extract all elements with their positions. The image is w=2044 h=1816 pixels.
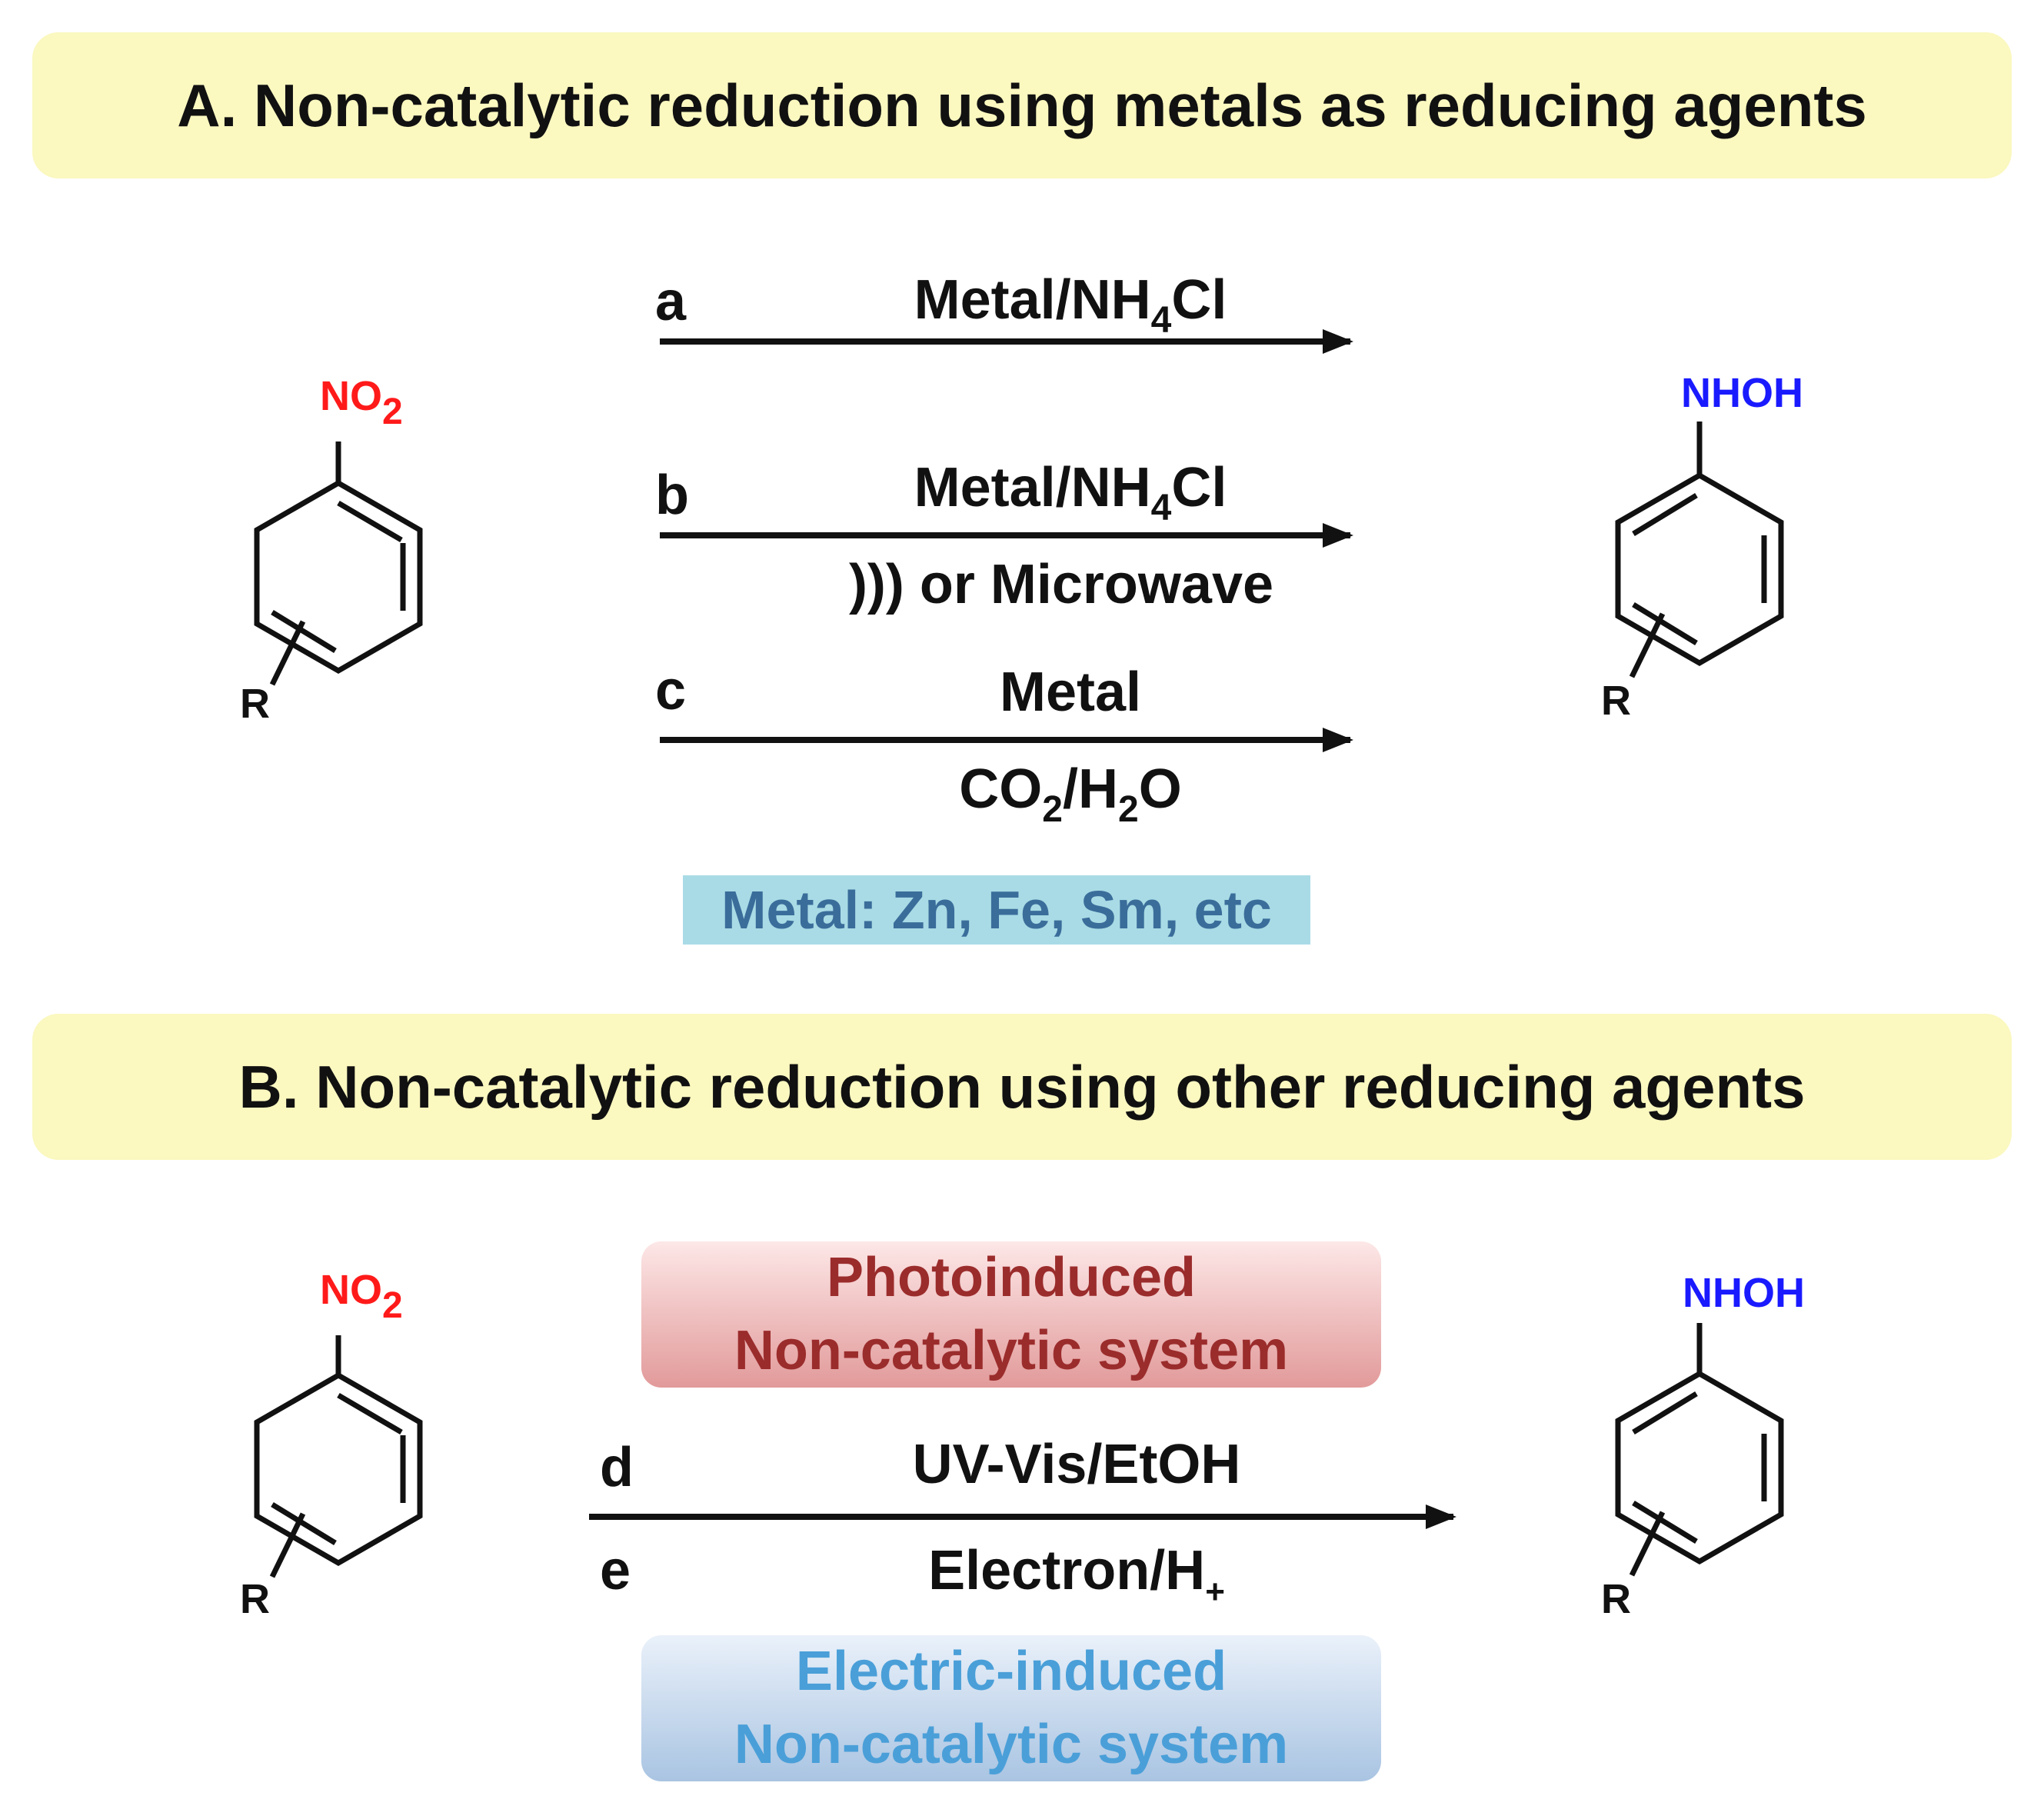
photoinduced-system-box: Photoinduced Non-catalytic system [641,1241,1381,1388]
nhoh-group-label-b: NHOH [1683,1270,1805,1316]
r-group-label-reactant-a: R [240,681,270,727]
route-label-b: b [655,465,689,526]
route-label-d: d [600,1437,634,1498]
benzene-ring-product-b [1615,1323,1784,1577]
electric-box-line1: Electric-induced [795,1640,1227,1702]
condition-b-below: ))) or Microwave [848,554,1274,615]
electric-box-line2: Non-catalytic system [734,1714,1289,1775]
o-text: O [1138,758,1182,820]
condition-b-above: Metal/NH4Cl [832,457,1309,527]
reagent-tail: Cl [1171,457,1227,518]
route-label-e: e [600,1540,631,1601]
photo-box-line1: Photoinduced [827,1246,1196,1308]
r-group-label-product-a: R [1601,678,1631,724]
electric-induced-system-box: Electric-induced Non-catalytic system [641,1635,1381,1781]
reagent-main: Metal/NH [914,269,1151,331]
nitro-group-label-b: NO2 [320,1267,403,1325]
r-group-label-reactant-b: R [240,1576,270,1622]
nitro-main: NO [320,1267,382,1313]
route-label-a: a [655,271,687,332]
electron-text: Electron/H [928,1540,1206,1601]
condition-c-below: CO2/H2O [832,758,1309,828]
proton-charge: + [1205,1573,1225,1611]
panel-b-title: B. Non-catalytic reduction using other r… [32,1014,2012,1160]
r-group-label-product-b: R [1601,1576,1631,1622]
nitro-subscript: 2 [382,392,403,432]
condition-c-above: Metal [999,661,1142,723]
nitro-main: NO [320,373,382,419]
metals-note: Metal: Zn, Fe, Sm, etc [683,875,1310,945]
nhoh-group-label-a: NHOH [1681,370,1803,416]
benzene-ring-reactant-a [254,442,423,686]
nitro-group-label-a: NO2 [320,373,403,431]
photo-box-line2: Non-catalytic system [734,1320,1289,1381]
condition-a-above: Metal/NH4Cl [832,269,1309,339]
h-subscript: 2 [1117,789,1139,830]
nitro-subscript: 2 [382,1285,403,1326]
reagent-main: Metal/NH [914,457,1151,518]
benzene-ring-reactant-b [254,1335,423,1578]
reagent-subscript: 4 [1150,488,1172,528]
co-text: CO [959,758,1043,820]
condition-e: Electron/H+ [838,1540,1315,1609]
route-label-c: c [655,660,687,721]
reagent-subscript: 4 [1150,300,1172,341]
reagent-tail: Cl [1171,269,1227,331]
co-subscript: 2 [1042,789,1063,830]
panel-a-title: A. Non-catalytic reduction using metals … [32,32,2012,178]
benzene-ring-product-a [1615,422,1784,678]
h-text: /H [1062,758,1118,820]
condition-d: UV-Vis/EtOH [912,1434,1241,1495]
